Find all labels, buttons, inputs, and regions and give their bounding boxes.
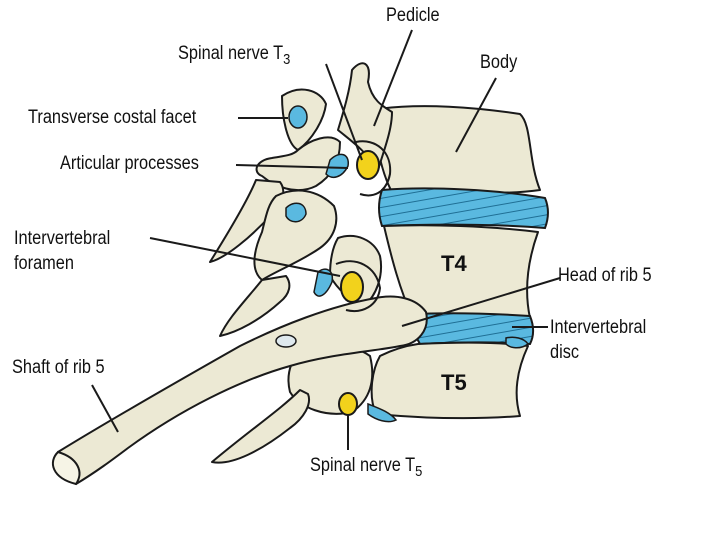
label-t5: T5 (441, 370, 467, 395)
spinal-nerve-t3-circle (356, 150, 380, 180)
disc-edge-t5 (505, 336, 530, 349)
label-intervertebral-disc-line2: disc (550, 342, 580, 363)
vertebral-body-t3 (371, 105, 541, 194)
leader-body (455, 77, 497, 153)
leader-shaft-of-rib-5 (91, 384, 119, 433)
label-head-of-rib-5: Head of rib 5 (558, 265, 652, 286)
spinal-nerve-t5-circle (338, 392, 358, 416)
label-spinal-nerve-t3: Spinal nerve T3 (178, 43, 290, 70)
leader-head-of-rib-5 (401, 277, 561, 327)
spinous-process-t5 (211, 389, 310, 464)
leader-spinal-nerve-t3 (325, 63, 363, 161)
label-articular-processes: Articular processes (60, 153, 199, 174)
lamina-t3 (255, 136, 341, 192)
label-t4: T4 (441, 251, 467, 276)
leader-intervertebral-foramen (149, 237, 341, 277)
rib-5 (56, 295, 428, 485)
pedicle-t3 (337, 62, 393, 171)
spinal-nerves (338, 150, 380, 416)
rib-tubercle-facet (275, 334, 297, 348)
leader-articular-processes (235, 164, 349, 169)
rib-5-cut-end (51, 450, 81, 486)
label-shaft-of-rib-5: Shaft of rib 5 (12, 357, 105, 378)
label-spinal-nerve-t5: Spinal nerve T5 (310, 455, 422, 482)
lamina-t4 (253, 189, 338, 281)
label-intervertebral-foramen-line1: Intervertebral (14, 228, 111, 249)
label-transverse-costal-facet: Transverse costal facet (28, 107, 197, 128)
label-spinal-nerve-t5-subscript: 5 (415, 463, 423, 480)
articular-process-facet-upper (325, 153, 349, 179)
spinous-process-t4 (219, 275, 291, 337)
label-body: Body (480, 52, 518, 73)
label-spinal-nerve-t3-text: Spinal nerve T (178, 43, 284, 64)
costal-facet-t5 (367, 402, 398, 423)
label-spinal-nerve-t5-text: Spinal nerve T (310, 455, 416, 476)
transverse-costal-facet (288, 105, 308, 129)
label-spinal-nerve-t3-subscript: 3 (283, 51, 291, 68)
foramen-outlines (335, 140, 392, 312)
label-intervertebral-foramen-line2: foramen (14, 253, 74, 274)
label-intervertebral-disc-line1: Intervertebral (550, 317, 647, 338)
disc-t3-t4 (378, 187, 549, 230)
leader-pedicle (373, 29, 413, 127)
facets (275, 105, 530, 423)
label-pedicle: Pedicle (386, 5, 440, 26)
spinal-nerve-t4-circle (340, 271, 364, 303)
leader-lines (91, 29, 561, 450)
articular-process-facet-lower (285, 202, 307, 223)
costal-facet-t4 (313, 268, 334, 297)
